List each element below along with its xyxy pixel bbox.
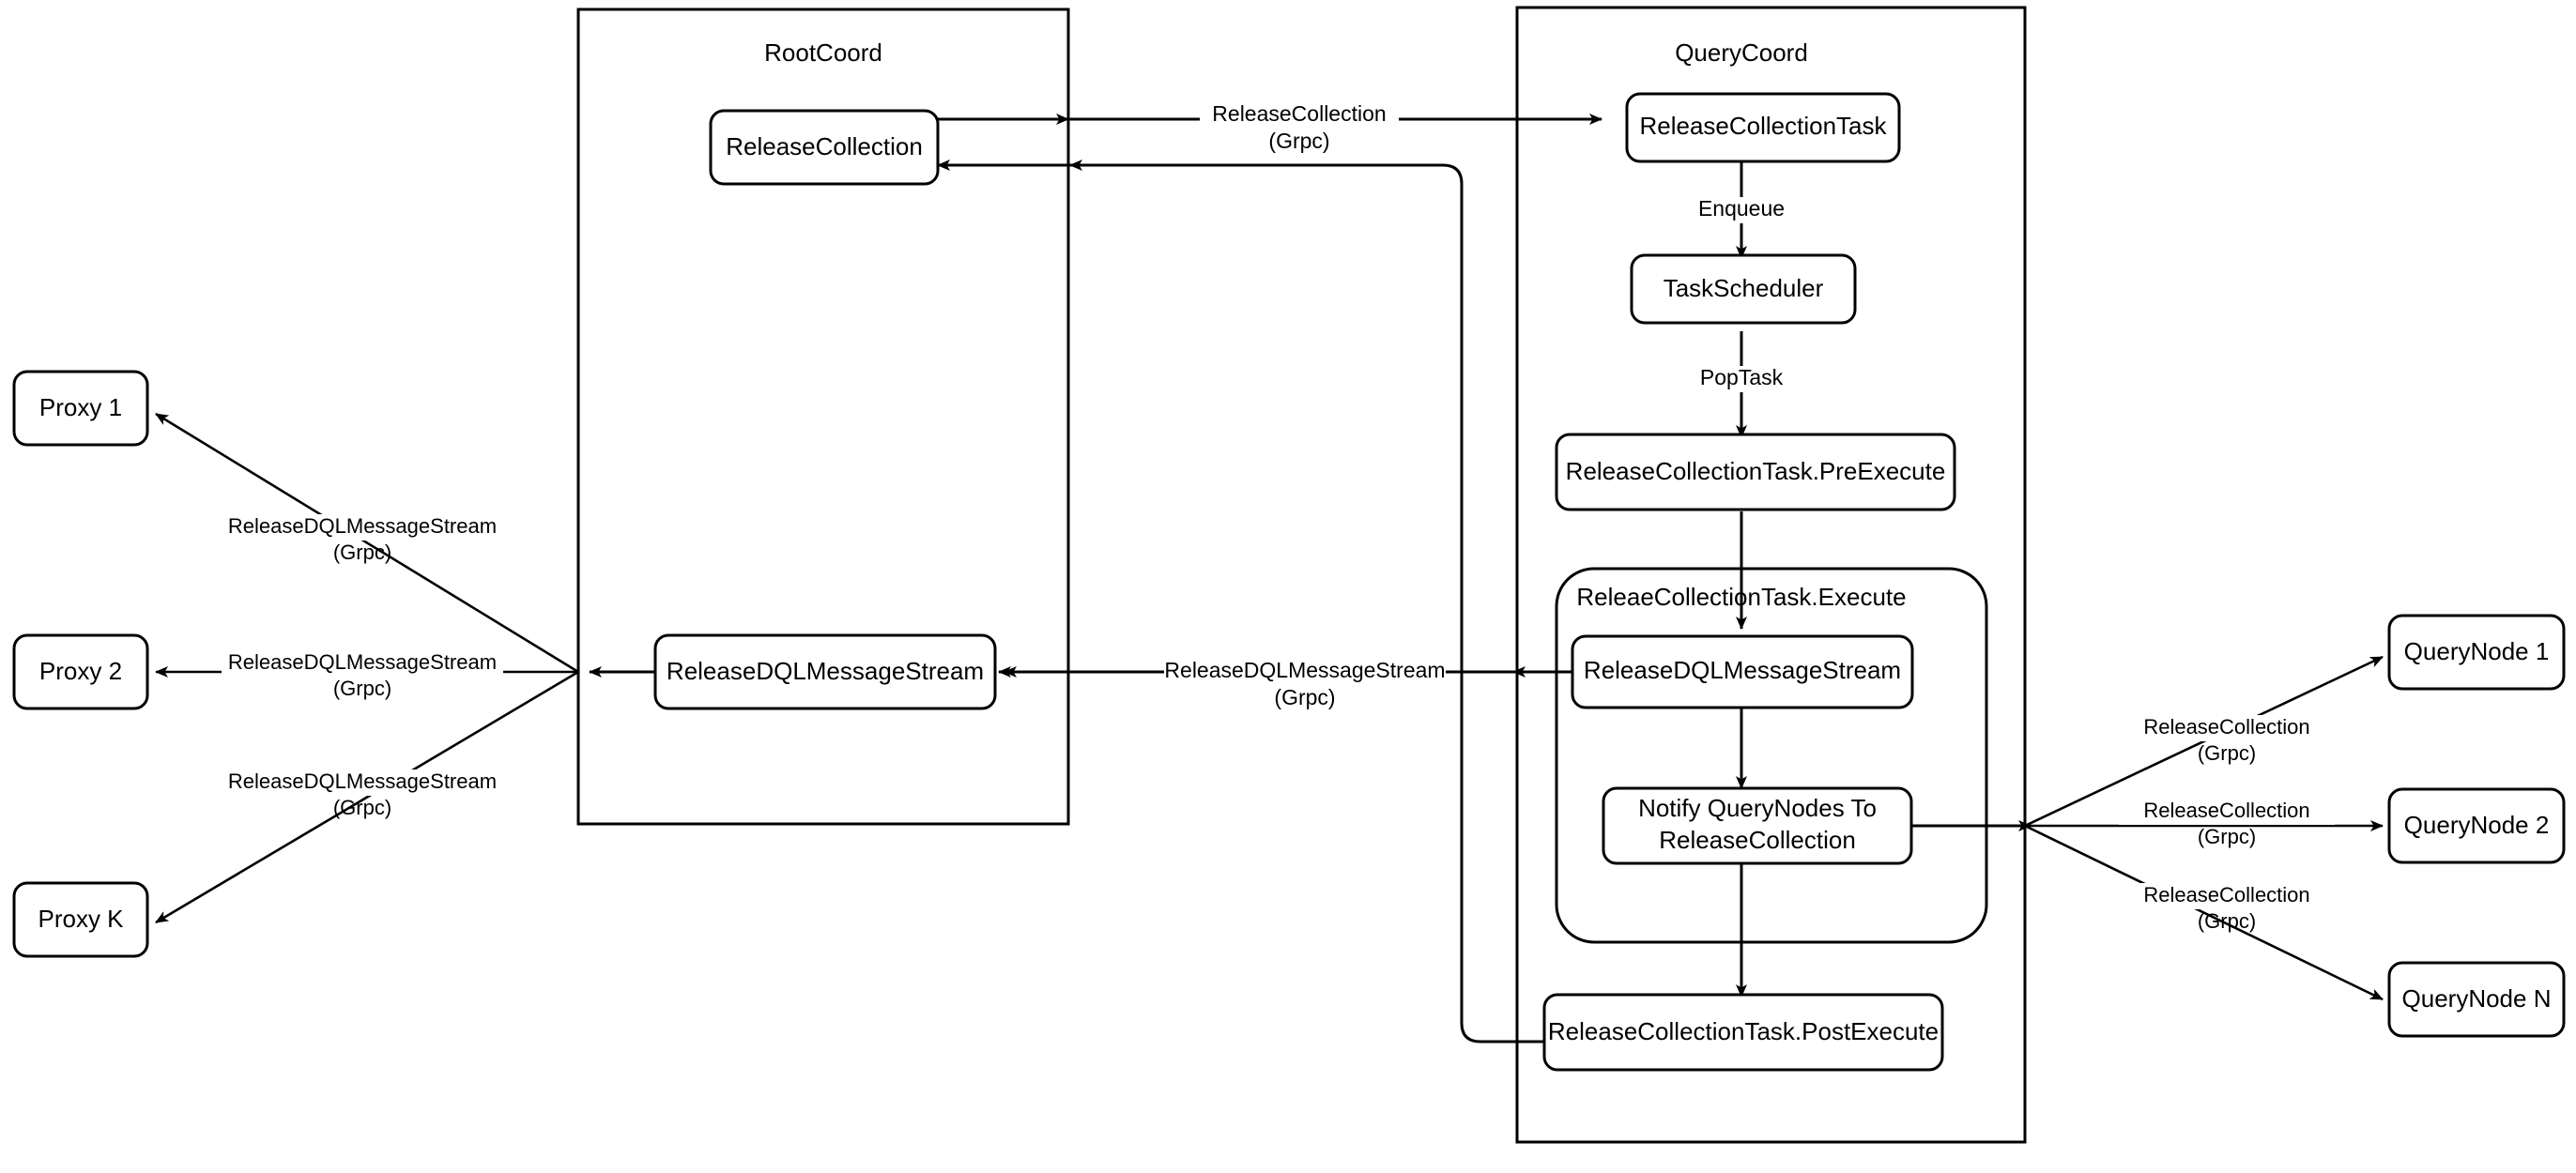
- node-proxy-2[interactable]: [12, 633, 149, 710]
- label-task-scheduler: TaskScheduler: [1664, 274, 1824, 302]
- edge-label-query-to-root-dql-line1: ReleaseDQLMessageStream: [1164, 658, 1445, 682]
- label-bg-root-to-query-release: [1200, 101, 1399, 128]
- label-bg-root-to-proxy-k: [222, 769, 503, 796]
- node-proxy-k[interactable]: [12, 881, 149, 958]
- group-rootcoord: [576, 8, 1070, 826]
- edge-querycoord-to-querynoden: [2024, 824, 2384, 1001]
- group-title-rootcoord: RootCoord: [764, 38, 882, 67]
- edge-label-enqueue: Enqueue: [1698, 196, 1785, 221]
- edge-label-root-to-query-release-line1: ReleaseCollection: [1212, 101, 1386, 126]
- label-proxy-2: Proxy 2: [39, 657, 122, 685]
- node-pre-execute[interactable]: [1555, 433, 1956, 511]
- edge-label-root-to-proxy-1-line1: ReleaseDQLMessageStream: [228, 514, 497, 538]
- label-bg-query-to-root-dql: [1164, 658, 1446, 684]
- node-exec-release-dql[interactable]: [1571, 634, 1914, 709]
- label-pre-execute: ReleaseCollectionTask.PreExecute: [1566, 457, 1946, 485]
- edge-label-query-to-node-2-line1: ReleaseCollection: [2143, 799, 2309, 822]
- label-release-collection-task: ReleaseCollectionTask: [1639, 112, 1887, 140]
- group-title-execute: ReleaeCollectionTask.Execute: [1576, 583, 1906, 611]
- label-proxy-1: Proxy 1: [39, 393, 122, 421]
- group-execute: [1555, 567, 1988, 944]
- node-post-execute[interactable]: [1542, 993, 1944, 1072]
- label-proxy-k: Proxy K: [38, 905, 124, 933]
- edge-label-pop-task: PopTask: [1700, 365, 1784, 389]
- label-notify-query-nodes-line1: Notify QueryNodes To: [1638, 794, 1877, 822]
- edge-label-query-to-root-dql-line2: (Grpc): [1274, 685, 1335, 709]
- label-exec-release-dql: ReleaseDQLMessageStream: [1584, 656, 1901, 684]
- node-release-collection-task[interactable]: [1625, 92, 1901, 163]
- node-task-scheduler[interactable]: [1630, 253, 1857, 325]
- label-bg-pop-task: [1682, 366, 1802, 392]
- edge-label-root-to-proxy-2-line1: ReleaseDQLMessageStream: [228, 650, 497, 674]
- edge-label-root-to-proxy-k-line2: (Grpc): [333, 796, 391, 819]
- group-querycoord: [1515, 6, 2027, 1144]
- edge-postexecute-to-root: [937, 160, 1544, 1044]
- label-root-release-collection: ReleaseCollection: [726, 132, 923, 160]
- node-query-node-2[interactable]: [2387, 787, 2566, 864]
- label-query-node-2: QueryNode 2: [2404, 811, 2550, 839]
- edge-label-root-to-query-release-line2: (Grpc): [1268, 129, 1329, 153]
- edge-label-root-to-proxy-1-line2: (Grpc): [333, 541, 391, 564]
- label-bg-root-to-proxy-2: [222, 650, 503, 677]
- edge-rootcoord-to-proxy1: [155, 412, 579, 674]
- edge-label-query-to-node-1-line2: (Grpc): [2198, 741, 2256, 765]
- group-title-querycoord: QueryCoord: [1675, 38, 1808, 67]
- label-post-execute: ReleaseCollectionTask.PostExecute: [1548, 1017, 1939, 1045]
- edge-rootcoord-to-proxyk: [155, 670, 579, 924]
- edge-label-root-to-proxy-2-line2: (Grpc): [333, 677, 391, 700]
- label-bg-query-to-node-n: [2119, 883, 2335, 909]
- label-bg-enqueue: [1680, 197, 1802, 223]
- node-query-node-1[interactable]: [2387, 614, 2566, 691]
- label-notify-query-nodes-line2: ReleaseCollection: [1659, 826, 1856, 854]
- label-query-node-1: QueryNode 1: [2404, 637, 2550, 665]
- edge-label-query-to-node-1-line1: ReleaseCollection: [2143, 715, 2309, 739]
- node-notify-query-nodes[interactable]: [1602, 786, 1913, 865]
- label-root-release-dql: ReleaseDQLMessageStream: [667, 657, 984, 685]
- node-root-release-collection[interactable]: [709, 109, 940, 186]
- label-bg-query-to-node-1: [2119, 715, 2335, 741]
- label-bg-root-to-proxy-1: [222, 514, 503, 541]
- label-bg-query-to-node-2: [2119, 799, 2335, 825]
- edge-label-query-to-node-n-line1: ReleaseCollection: [2143, 883, 2309, 906]
- label-query-node-n: QueryNode N: [2402, 984, 2552, 1013]
- edge-label-query-to-node-n-line2: (Grpc): [2198, 909, 2256, 933]
- edge-label-root-to-proxy-k-line1: ReleaseDQLMessageStream: [228, 769, 497, 793]
- node-root-release-dql[interactable]: [653, 633, 997, 710]
- edge-label-query-to-node-2-line2: (Grpc): [2198, 825, 2256, 848]
- node-query-node-n[interactable]: [2387, 961, 2566, 1038]
- node-proxy-1[interactable]: [12, 370, 149, 447]
